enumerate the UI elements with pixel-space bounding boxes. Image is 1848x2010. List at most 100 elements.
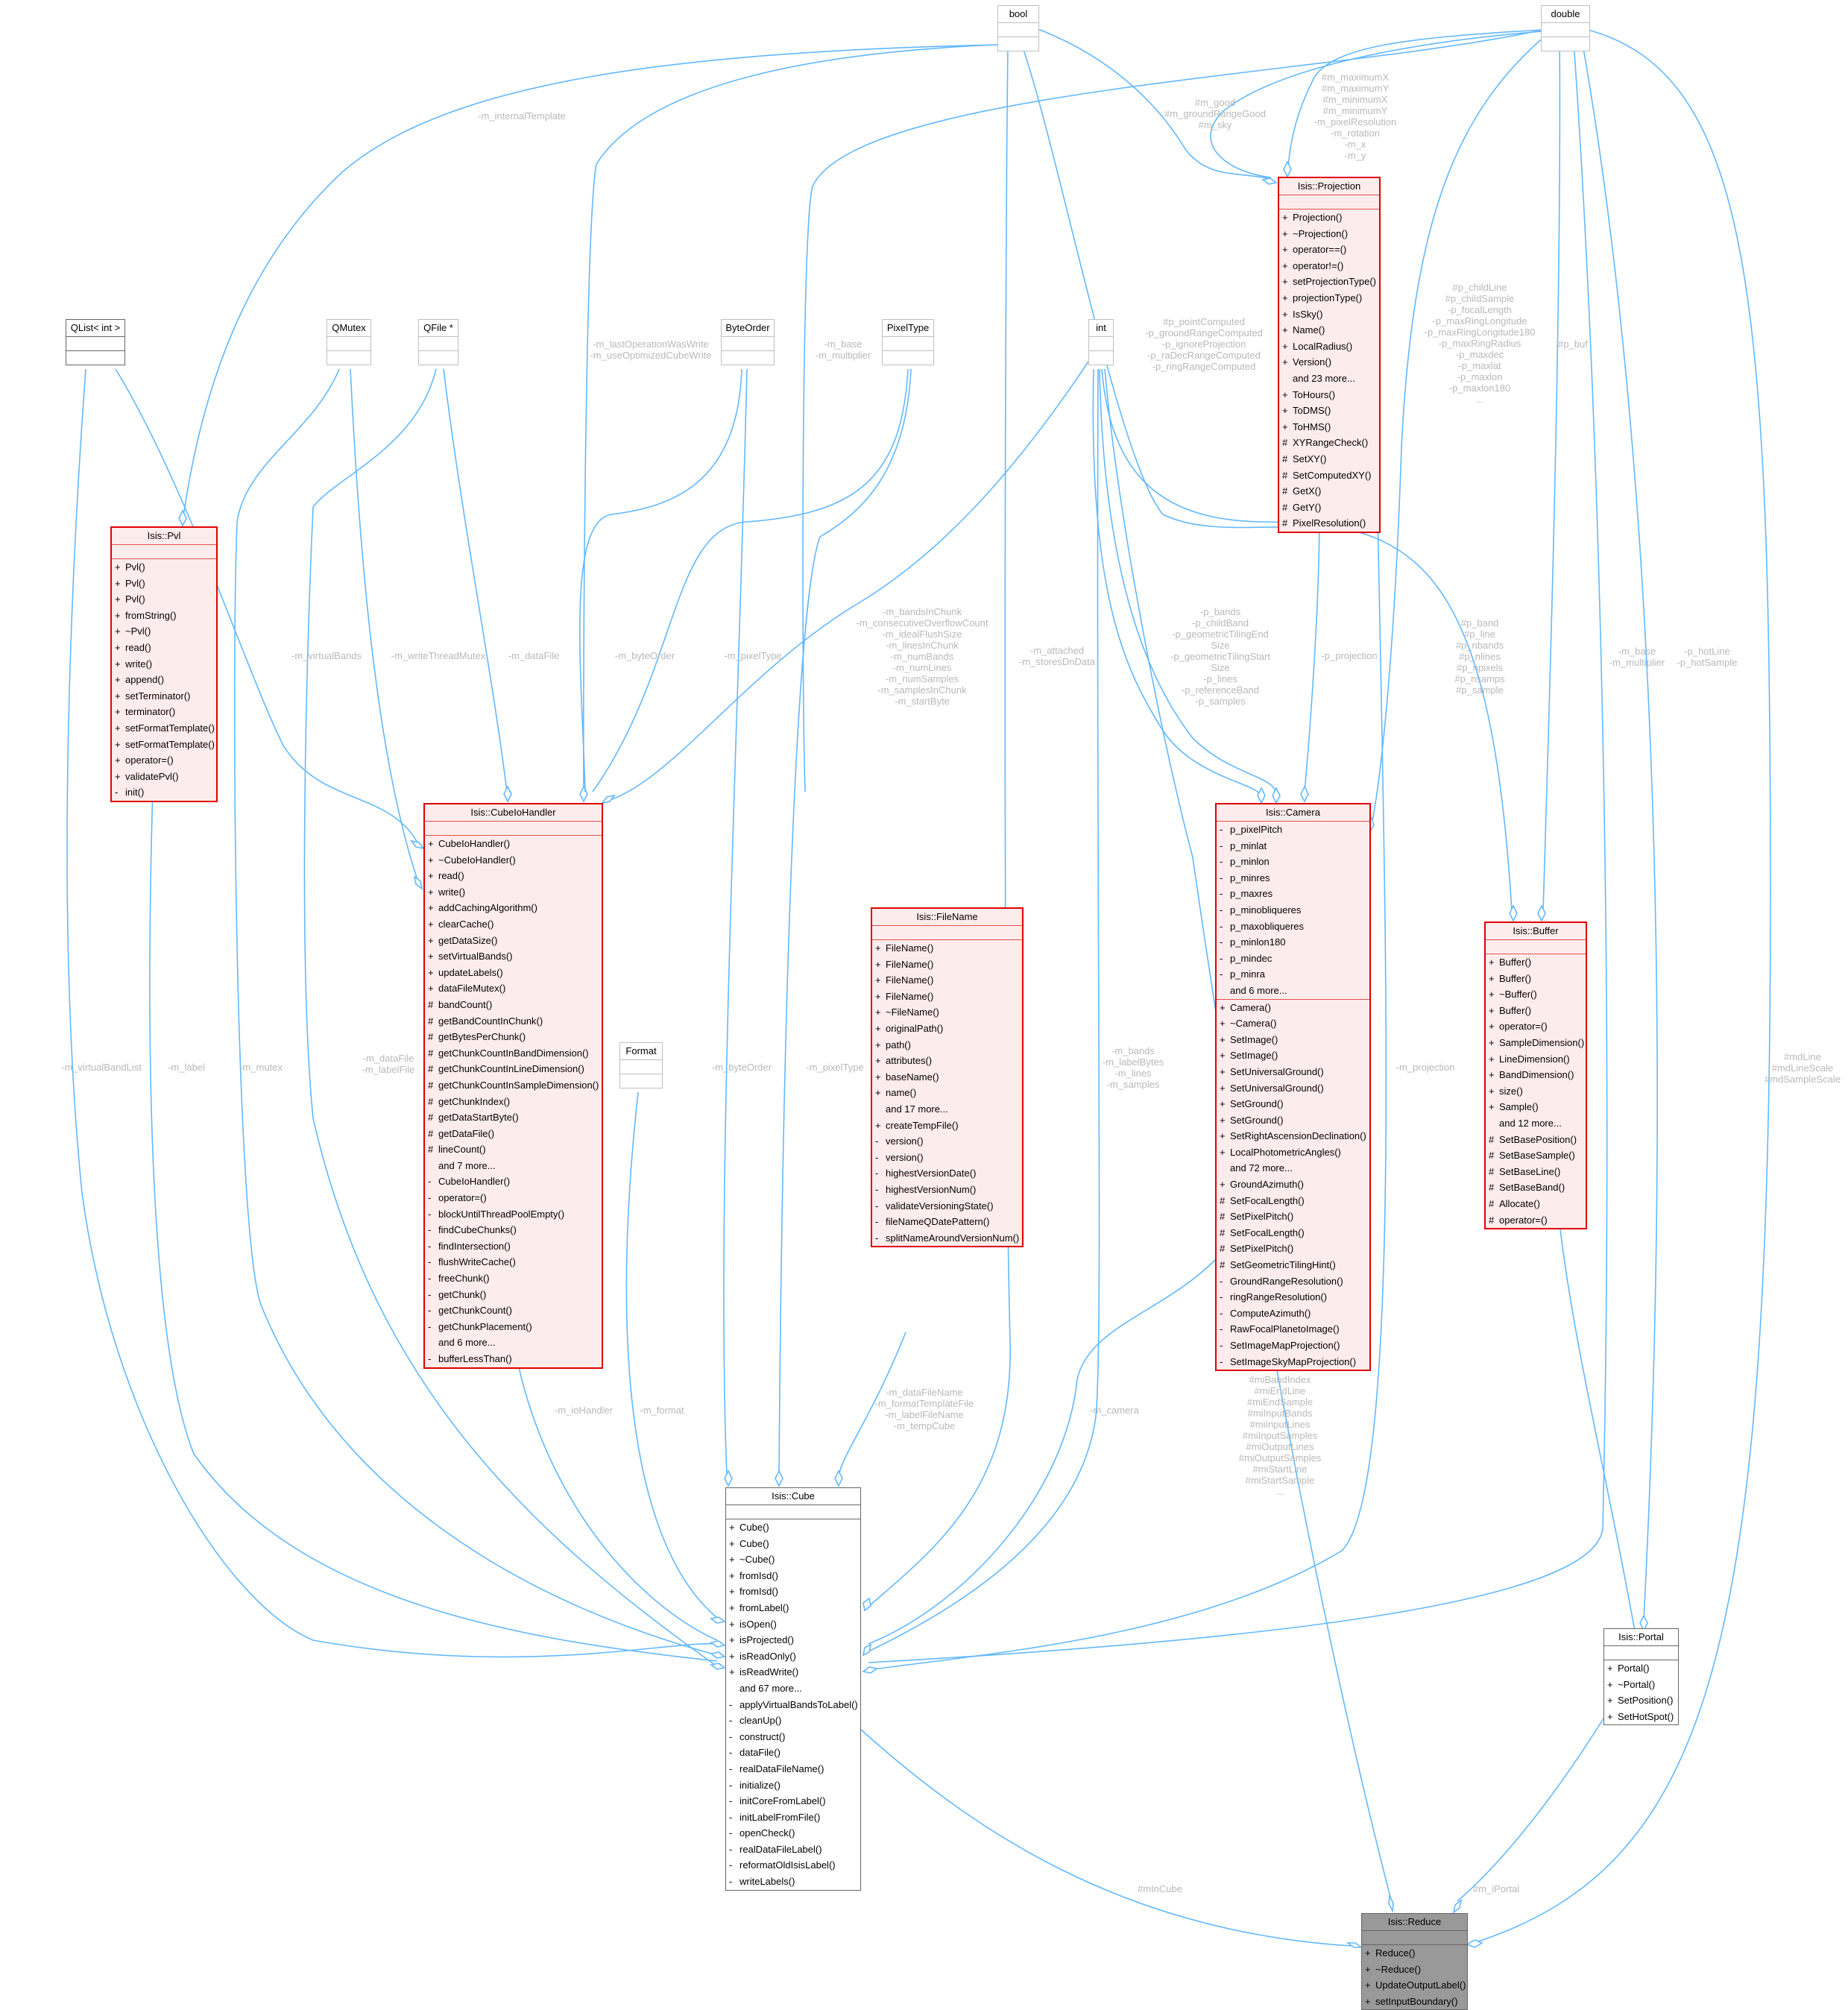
method-item[interactable]: +setProjectionType() <box>1279 274 1379 290</box>
method-item[interactable]: and 7 more... <box>425 1158 602 1174</box>
method-item[interactable]: +~Pvl() <box>112 623 216 640</box>
attribute-item[interactable]: -p_mindec <box>1217 951 1369 967</box>
method-item[interactable]: +Name() <box>1279 322 1379 338</box>
method-item[interactable]: +Pvl() <box>112 559 216 576</box>
method-item[interactable]: +Portal() <box>1604 1660 1678 1677</box>
attribute-item[interactable]: -p_minlat <box>1217 838 1369 854</box>
method-item[interactable]: #getChunkIndex() <box>425 1094 602 1110</box>
method-item[interactable]: +isProjected() <box>726 1632 860 1648</box>
method-item[interactable]: +SetImage() <box>1217 1047 1369 1064</box>
method-item[interactable]: -SetImageMapProjection() <box>1217 1338 1369 1354</box>
method-item[interactable]: +GroundAzimuth() <box>1217 1176 1369 1193</box>
method-item[interactable]: +baseName() <box>872 1069 1022 1086</box>
method-item[interactable]: -validateVersioningState() <box>872 1198 1022 1214</box>
method-item[interactable]: +size() <box>1486 1083 1586 1100</box>
method-item[interactable]: #SetComputedXY() <box>1279 467 1379 484</box>
method-item[interactable]: -ComputeAzimuth() <box>1217 1305 1369 1322</box>
method-item[interactable]: +SetHotSpot() <box>1604 1709 1678 1725</box>
method-item[interactable]: #getDataFile() <box>425 1126 602 1142</box>
class-node-projection[interactable]: Isis::Projection+Projection()+~Projectio… <box>1278 177 1381 533</box>
attribute-item[interactable]: -p_pixelPitch <box>1217 822 1369 838</box>
method-item[interactable]: #SetBaseLine() <box>1486 1164 1586 1180</box>
method-item[interactable]: +SetUniversalGround() <box>1217 1080 1369 1097</box>
method-item[interactable]: #XYRangeCheck() <box>1279 435 1379 451</box>
method-item[interactable]: +setFormatTemplate() <box>112 720 216 737</box>
method-item[interactable]: -initCoreFromLabel() <box>726 1793 860 1809</box>
method-item[interactable]: +clearCache() <box>425 916 602 933</box>
method-item[interactable]: +Camera() <box>1217 1000 1369 1016</box>
method-item[interactable]: -findCubeChunks() <box>425 1222 602 1238</box>
method-item[interactable]: +SetGround() <box>1217 1096 1369 1112</box>
method-item[interactable]: and 6 more... <box>425 1335 602 1351</box>
class-node-pvl[interactable]: Isis::Pvl+Pvl()+Pvl()+Pvl()+fromString()… <box>110 526 218 802</box>
method-item[interactable]: #getChunkCountInBandDimension() <box>425 1045 602 1062</box>
method-item[interactable]: +setTerminator() <box>112 688 216 705</box>
method-item[interactable]: +setVirtualBands() <box>425 948 602 965</box>
method-item[interactable]: +operator=() <box>1486 1018 1586 1035</box>
method-item[interactable]: +~Projection() <box>1279 226 1379 242</box>
method-item[interactable]: +fromString() <box>112 608 216 624</box>
method-item[interactable]: +~Portal() <box>1604 1677 1678 1693</box>
method-item[interactable]: #GetY() <box>1279 500 1379 516</box>
method-item[interactable]: -dataFile() <box>726 1745 860 1761</box>
method-item[interactable]: +terminator() <box>112 704 216 720</box>
method-item[interactable]: -RawFocalPlanetoImage() <box>1217 1321 1369 1338</box>
method-item[interactable]: -openCheck() <box>726 1825 860 1842</box>
class-node-pixeltype[interactable]: PixelType <box>882 319 934 365</box>
method-item[interactable]: -blockUntilThreadPoolEmpty() <box>425 1206 602 1223</box>
method-item[interactable]: #lineCount() <box>425 1141 602 1158</box>
method-item[interactable]: and 17 more... <box>872 1101 1022 1118</box>
method-item[interactable]: +read() <box>112 640 216 656</box>
method-item[interactable]: and 23 more... <box>1279 371 1379 387</box>
method-item[interactable]: and 72 more... <box>1217 1160 1369 1176</box>
method-item[interactable]: #SetBaseSample() <box>1486 1147 1586 1164</box>
method-item[interactable]: -splitNameAroundVersionNum() <box>872 1230 1022 1247</box>
method-item[interactable]: +fromLabel() <box>726 1600 860 1616</box>
method-item[interactable]: +Pvl() <box>112 591 216 608</box>
attribute-item[interactable]: -p_minobliqueres <box>1217 902 1369 919</box>
method-item[interactable]: -SetImageSkyMapProjection() <box>1217 1354 1369 1370</box>
method-item[interactable]: -initialize() <box>726 1777 860 1794</box>
method-item[interactable]: +addCachingAlgorithm() <box>425 900 602 916</box>
method-item[interactable]: +attributes() <box>872 1053 1022 1069</box>
method-item[interactable]: +LocalPhotometricAngles() <box>1217 1144 1369 1161</box>
method-item[interactable]: #Allocate() <box>1486 1196 1586 1212</box>
method-item[interactable]: #bandCount() <box>425 997 602 1013</box>
method-item[interactable]: +Buffer() <box>1486 971 1586 987</box>
method-item[interactable]: and 67 more... <box>726 1680 860 1697</box>
method-item[interactable]: -realDataFileLabel() <box>726 1842 860 1858</box>
class-node-byteorder[interactable]: ByteOrder <box>721 319 775 365</box>
method-item[interactable]: -writeLabels() <box>726 1874 860 1890</box>
method-item[interactable]: +Pvl() <box>112 576 216 592</box>
method-item[interactable]: +BandDimension() <box>1486 1067 1586 1083</box>
method-item[interactable]: +setInputBoundary() <box>1362 1994 1467 2010</box>
class-node-format[interactable]: Format <box>619 1042 663 1089</box>
method-item[interactable]: +UpdateOutputLabel() <box>1362 1977 1467 1994</box>
method-item[interactable]: #SetPixelPitch() <box>1217 1241 1369 1257</box>
method-item[interactable]: +operator=() <box>112 752 216 769</box>
method-item[interactable]: #SetGeometricTilingHint() <box>1217 1257 1369 1273</box>
method-item[interactable]: +~Cube() <box>726 1551 860 1568</box>
method-item[interactable]: #getChunkCountInSampleDimension() <box>425 1077 602 1094</box>
method-item[interactable]: +~Camera() <box>1217 1015 1369 1032</box>
method-item[interactable]: #GetX() <box>1279 483 1379 500</box>
method-item[interactable]: -initLabelFromFile() <box>726 1809 860 1826</box>
method-item[interactable]: +SetPosition() <box>1604 1692 1678 1709</box>
method-item[interactable]: +projectionType() <box>1279 290 1379 306</box>
class-node-camera[interactable]: Isis::Camera-p_pixelPitch-p_minlat-p_min… <box>1215 803 1371 1372</box>
class-node-qlist[interactable]: QList< int > <box>66 319 125 365</box>
attribute-item[interactable]: -p_minres <box>1217 870 1369 886</box>
method-item[interactable]: +Version() <box>1279 354 1379 371</box>
method-item[interactable]: -init() <box>112 784 216 801</box>
method-item[interactable]: #SetBasePosition() <box>1486 1132 1586 1148</box>
method-item[interactable]: +operator==() <box>1279 242 1379 258</box>
method-item[interactable]: -realDataFileName() <box>726 1761 860 1777</box>
method-item[interactable]: +FileName() <box>872 957 1022 973</box>
method-item[interactable]: and 12 more... <box>1486 1115 1586 1132</box>
method-item[interactable]: #SetFocalLength() <box>1217 1225 1369 1241</box>
method-item[interactable]: #operator=() <box>1486 1212 1586 1229</box>
class-node-buffer[interactable]: Isis::Buffer+Buffer()+Buffer()+~Buffer()… <box>1484 921 1587 1230</box>
method-item[interactable]: +read() <box>425 868 602 884</box>
method-item[interactable]: -reformatOldIsisLabel() <box>726 1857 860 1874</box>
method-item[interactable]: +SetRightAscensionDeclination() <box>1217 1128 1369 1144</box>
